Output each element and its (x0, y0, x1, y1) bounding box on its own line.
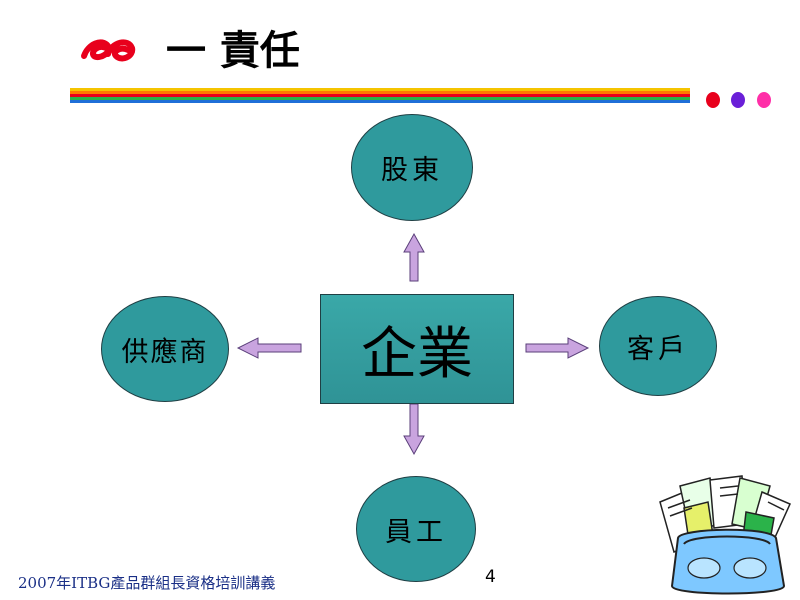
decorative-dot-red (706, 92, 720, 108)
arrow-left (236, 337, 302, 359)
arrow-up (403, 232, 425, 282)
decorative-dot-pink (757, 92, 771, 108)
node-customers: 客戶 (599, 296, 717, 396)
page-number: 4 (485, 567, 496, 587)
arrow-right (525, 337, 590, 359)
footer-text: 2007年ITBG產品群組長資格培訓講義 (18, 574, 276, 592)
title-rainbow-rule (70, 88, 690, 103)
node-enterprise: 企業 (320, 294, 514, 404)
arrow-down (403, 403, 425, 456)
page-title: 一 責任 (166, 28, 300, 74)
node-suppliers: 供應商 (101, 296, 229, 402)
title-logo-icon (81, 39, 136, 62)
node-shareholders: 股東 (351, 114, 473, 221)
node-employees: 員工 (356, 476, 476, 582)
decorative-dot-purple (731, 92, 745, 108)
folder-clipart-icon (659, 475, 791, 595)
